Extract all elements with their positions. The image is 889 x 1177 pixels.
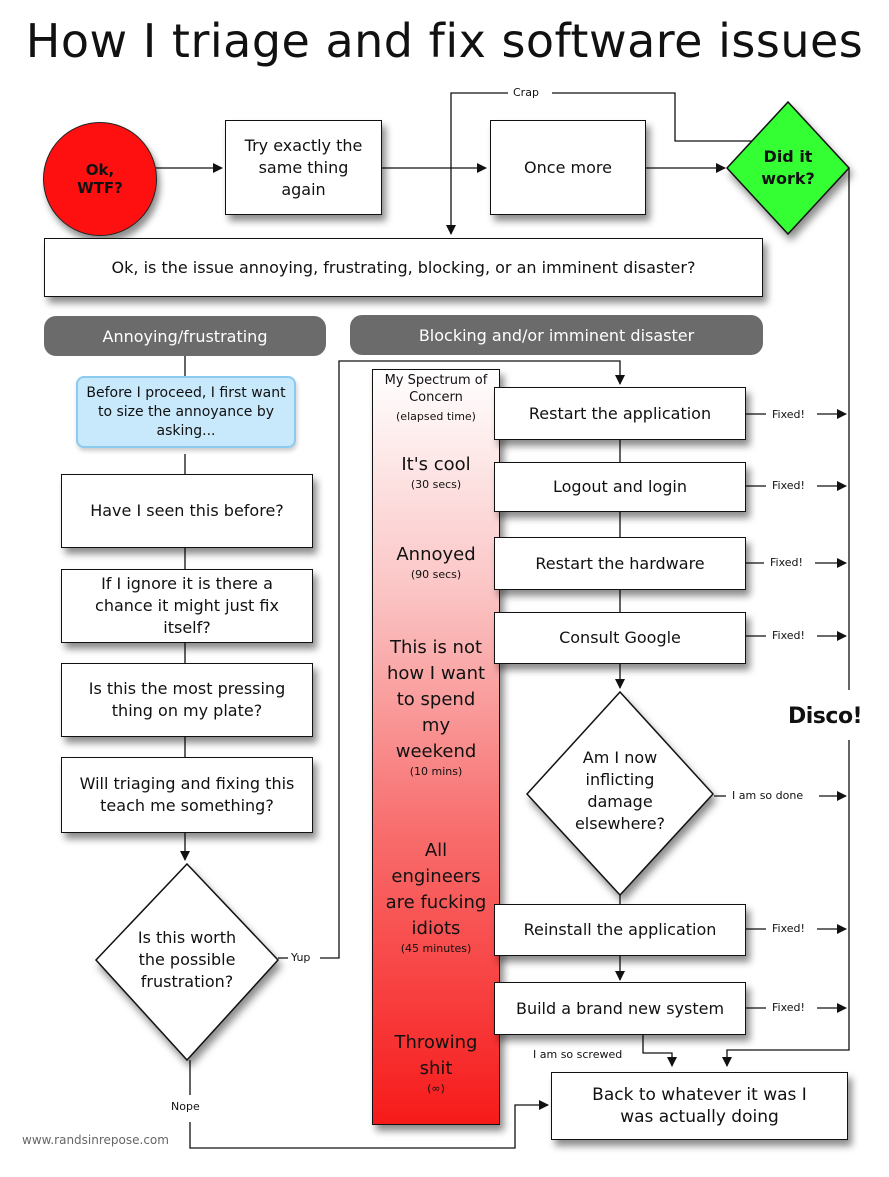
spectrum-subtitle: (elapsed time) <box>396 410 476 423</box>
question-box: Will triaging and fixing this teach me s… <box>61 757 313 833</box>
nope-label: Nope <box>171 1100 200 1113</box>
step-label: Logout and login <box>552 477 688 496</box>
fixed-label: Fixed! <box>772 629 805 642</box>
try-again-box: Try exactly the same thing again <box>225 120 382 215</box>
spectrum-level: Annoyed (90 secs) <box>372 542 500 582</box>
footer-url[interactable]: www.randsinrepose.com <box>22 1133 169 1147</box>
once-more-box: Once more <box>490 120 646 215</box>
fixed-label: Fixed! <box>772 408 805 421</box>
page-title: How I triage and fix software issues <box>25 14 864 68</box>
spectrum-title: My Spectrum of Concern <box>384 373 488 405</box>
fixed-label: Fixed! <box>772 922 805 935</box>
spectrum-level-time: (30 secs) <box>410 478 462 491</box>
worth-it-diamond <box>94 862 280 1062</box>
step-box: Restart the hardware <box>494 537 746 590</box>
question-box: If I ignore it is there a chance it migh… <box>61 569 313 643</box>
edge-success-rail <box>727 168 850 1066</box>
spectrum-level-time: (10 mins) <box>409 765 463 778</box>
category-annoying: Annoying/frustrating <box>44 316 326 356</box>
question-box: Is this the most pressing thing on my pl… <box>61 663 313 737</box>
spectrum-level: This is not how I want to spend my weeke… <box>380 635 492 779</box>
step-label: Restart the hardware <box>535 553 705 573</box>
disco-label: Disco! <box>788 704 863 729</box>
question-box: Have I seen this before? <box>61 474 313 548</box>
step-label: Consult Google <box>559 628 681 647</box>
spectrum-level-time: (∞) <box>427 1082 445 1095</box>
spectrum-level-label: This is not how I want to spend my weeke… <box>386 637 486 762</box>
try-again-label: Try exactly the same thing again <box>244 135 363 199</box>
fixed-label: Fixed! <box>772 479 805 492</box>
so-done-label: I am so done <box>732 789 804 802</box>
question-label: If I ignore it is there a chance it migh… <box>95 574 279 637</box>
spectrum-level-time: (90 secs) <box>410 568 462 581</box>
step-box: Consult Google <box>494 612 746 664</box>
spectrum-level-label: All engineers are fucking idiots <box>385 840 487 939</box>
start-node: Ok, WTF? <box>43 122 157 236</box>
did-it-work-diamond <box>725 100 851 236</box>
question-label: Is this the most pressing thing on my pl… <box>88 679 286 720</box>
fixed-label: Fixed! <box>772 1001 805 1014</box>
worth-it-label: Is this worth the possible frustration? <box>137 928 237 991</box>
crap-label: Crap <box>510 86 542 99</box>
step-box: Restart the application <box>494 387 746 440</box>
question-label: Have I seen this before? <box>90 501 284 520</box>
so-screwed-label: I am so screwed <box>533 1048 623 1061</box>
edge-crap <box>451 92 762 234</box>
spectrum-level-label: Annoyed <box>396 544 476 565</box>
damage-diamond <box>525 690 715 897</box>
classify-box: Ok, is the issue annoying, frustrating, … <box>44 238 763 297</box>
step-box: Reinstall the application <box>494 904 746 956</box>
spectrum-level: Throwing shit (∞) <box>388 1030 484 1096</box>
spectrum-level-label: It's cool <box>401 454 471 475</box>
step-label: Reinstall the application <box>523 920 717 939</box>
step-box: Build a brand new system <box>494 982 746 1035</box>
once-more-label: Once more <box>524 157 612 177</box>
spectrum-level-time: (45 minutes) <box>400 942 472 955</box>
step-label: Restart the application <box>528 403 712 423</box>
back-to-work-box: Back to whatever it was I was actually d… <box>551 1072 848 1140</box>
category-blocking: Blocking and/or imminent disaster <box>350 315 763 355</box>
annoyance-bubble: Before I proceed, I first want to size t… <box>76 376 296 448</box>
damage-label: Am I now inflicting damage elsewhere? <box>574 748 666 833</box>
start-node-label: Ok, WTF? <box>77 161 123 197</box>
spectrum-level: All engineers are fucking idiots (45 min… <box>380 838 492 956</box>
back-to-work-label: Back to whatever it was I was actually d… <box>592 1085 807 1127</box>
question-label: Will triaging and fixing this teach me s… <box>79 774 295 815</box>
spectrum-level: It's cool (30 secs) <box>372 452 500 492</box>
yup-label: Yup <box>291 951 311 964</box>
step-label: Build a brand new system <box>515 998 725 1018</box>
spectrum-bar <box>372 369 500 1125</box>
fixed-label: Fixed! <box>770 556 803 569</box>
did-it-work-label: Did it work? <box>761 147 815 188</box>
classify-label: Ok, is the issue annoying, frustrating, … <box>111 257 696 277</box>
spectrum-level-label: Throwing shit <box>394 1032 478 1079</box>
step-box: Logout and login <box>494 462 746 512</box>
